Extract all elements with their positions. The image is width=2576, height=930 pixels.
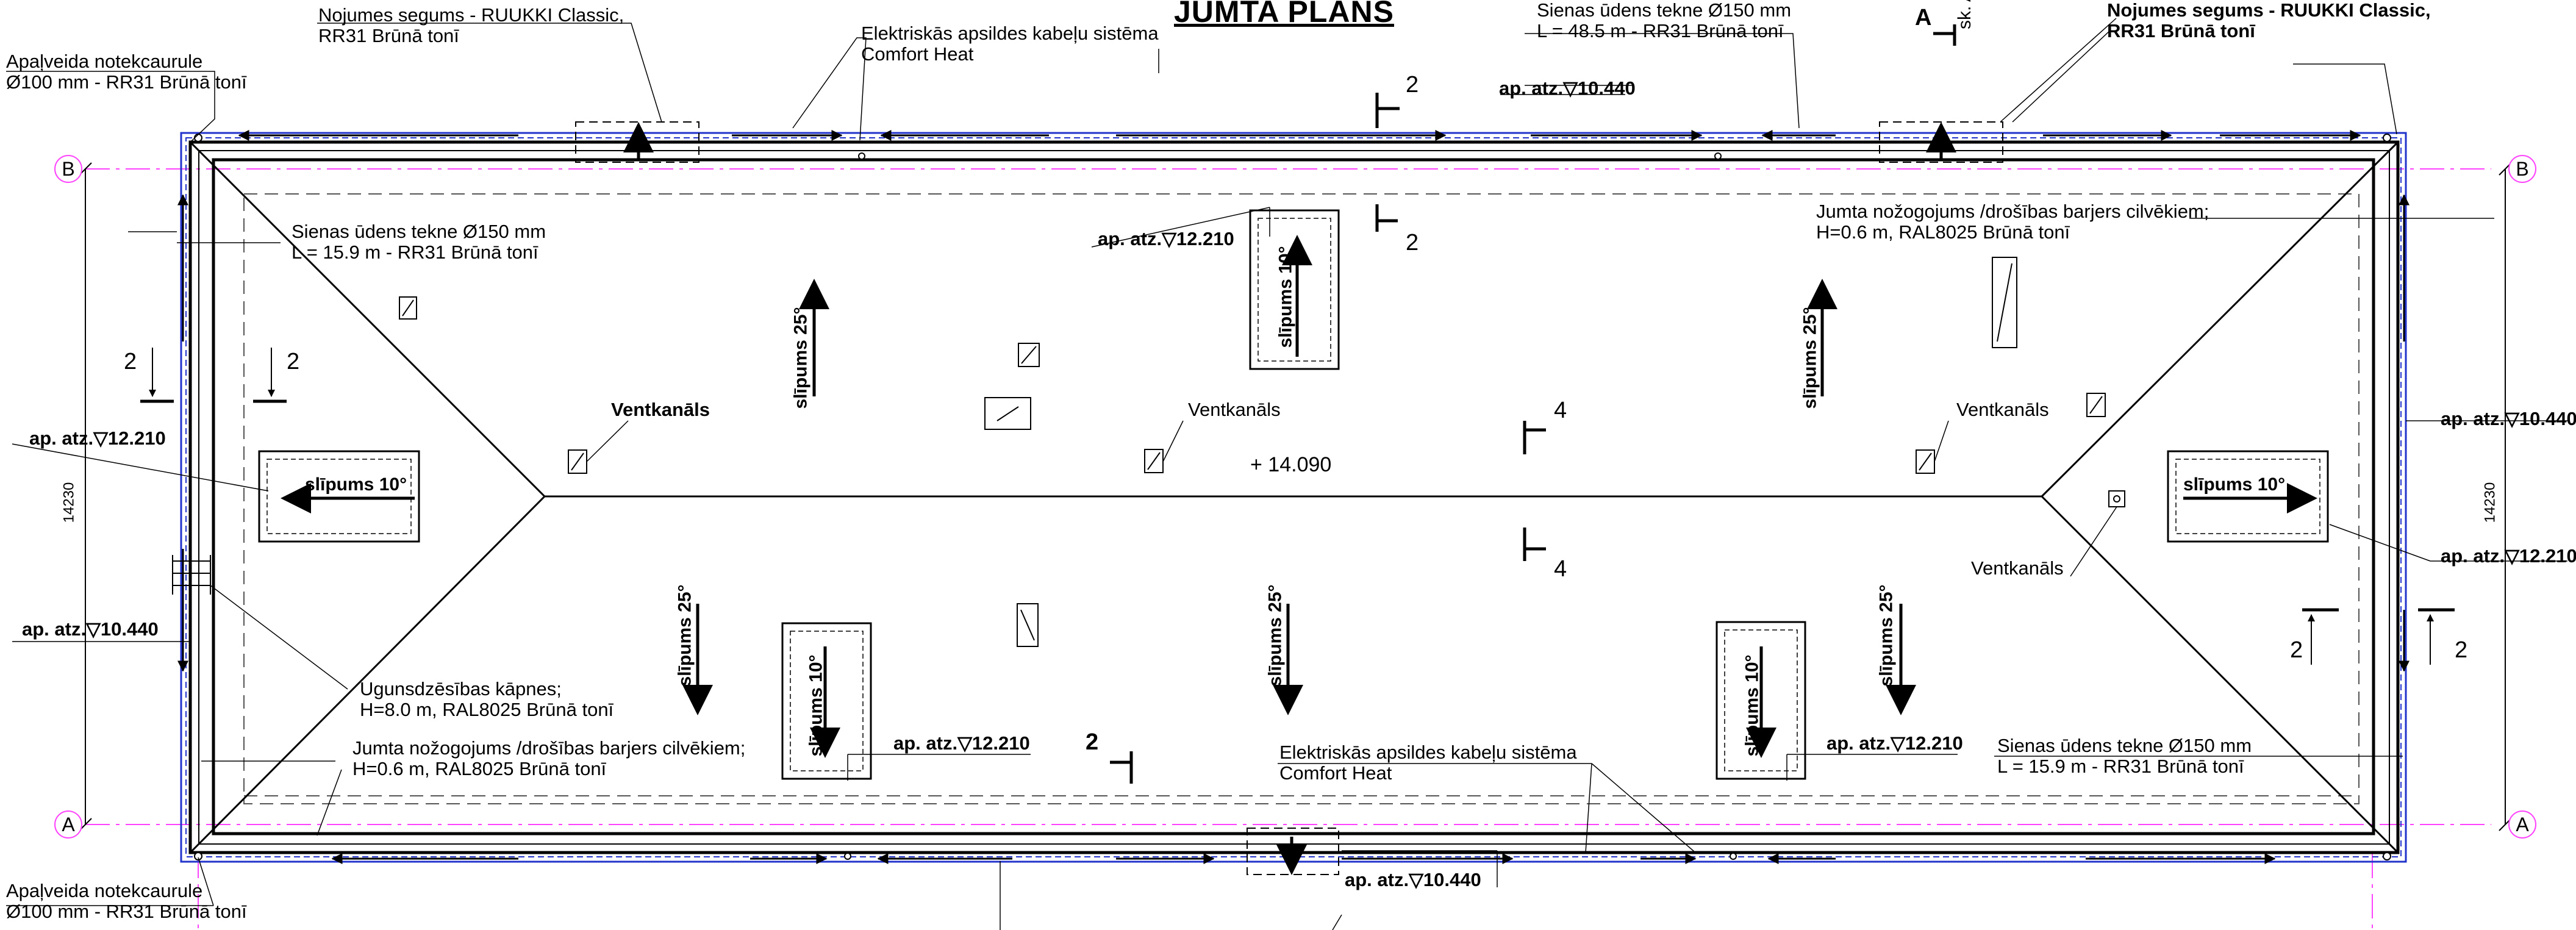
axis-lines bbox=[85, 168, 2491, 930]
level-10440-bottom: ap. atz.▽10.440 bbox=[1345, 869, 1481, 890]
slope25-5: slīpums 25° bbox=[1876, 584, 1897, 687]
level-12210-bottom-right: ap. atz.▽12.210 bbox=[1826, 732, 1963, 754]
perimeter-arrows bbox=[177, 130, 2410, 864]
section-marks bbox=[140, 24, 2455, 784]
section-4-bottom: 4 bbox=[1554, 556, 1567, 582]
section-2-bottom: 2 bbox=[1086, 729, 1099, 755]
axis-a-left: A bbox=[62, 814, 75, 835]
drain-fittings bbox=[194, 134, 2391, 860]
label-ladder: Ugunsdzēsības kāpnes;H=8.0 m, RAL8025 Br… bbox=[360, 678, 614, 720]
slope25-2: slīpums 25° bbox=[674, 584, 695, 687]
dim-height-left: 14230 bbox=[60, 482, 77, 523]
level-12210-right: ap. atz.▽12.210 bbox=[2441, 545, 2576, 567]
barrier-dashed bbox=[243, 193, 2360, 804]
level-12210-left: ap. atz.▽12.210 bbox=[29, 427, 166, 449]
level-10440-top: ap. atz.▽10.440 bbox=[1499, 77, 1636, 99]
level-12210-top: ap. atz.▽12.210 bbox=[1098, 228, 1234, 249]
slope10-sky-left: slīpums 10° bbox=[806, 654, 826, 757]
section-mark-arrows bbox=[149, 348, 2434, 665]
skylights bbox=[258, 209, 2329, 780]
vent-label-3: Ventkanāls bbox=[1956, 399, 2049, 420]
section-2-top: 2 bbox=[1406, 72, 1419, 98]
slope25-1: slīpums 25° bbox=[790, 307, 811, 409]
slope10-left: slīpums 10° bbox=[305, 474, 407, 495]
section-2-right-b: 2 bbox=[2455, 637, 2468, 663]
slope10-sky-top: slīpums 10° bbox=[1275, 246, 1296, 348]
drawing-title: JUMTA PLĀNS bbox=[1174, 0, 1394, 29]
vent-label-2: Ventkanāls bbox=[1188, 399, 1281, 420]
ref-sheet: sk. AR-7 bbox=[1955, 0, 1975, 29]
axis-b-right: B bbox=[2516, 158, 2528, 180]
vent-label-4: Ventkanāls bbox=[1971, 557, 2064, 579]
dim-height-right: 14230 bbox=[2481, 482, 2499, 523]
axis-bubbles bbox=[54, 155, 2536, 839]
section-4-top: 4 bbox=[1554, 398, 1567, 423]
slope25-3: slīpums 25° bbox=[1265, 584, 1286, 687]
ridge-level: + 14.090 bbox=[1250, 453, 1332, 476]
axis-a-right: A bbox=[2516, 814, 2529, 835]
ref-letter: A bbox=[1915, 5, 1932, 30]
section-2-left-a: 2 bbox=[124, 349, 137, 374]
slope10-sky-right: slīpums 10° bbox=[1742, 654, 1762, 757]
slope25-4: slīpums 25° bbox=[1800, 307, 1820, 409]
slope10-right: slīpums 10° bbox=[2183, 474, 2286, 495]
hip-ridge-lines bbox=[189, 141, 2399, 854]
label-canopy-right: Nojumes segums - RUUKKI Classic,RR31 Brū… bbox=[2107, 0, 2431, 41]
section-2-left-b: 2 bbox=[287, 349, 300, 374]
fire-ladder bbox=[172, 555, 211, 595]
vent-boxes bbox=[399, 257, 2125, 647]
level-12210-bottom-left: ap. atz.▽12.210 bbox=[893, 732, 1030, 754]
leader-lines bbox=[6, 18, 2567, 930]
label-barrier-bottom: Jumta nožogojums /drošības barjers cilvē… bbox=[352, 737, 746, 779]
slope-arrows bbox=[281, 235, 2317, 758]
label-barrier-top: Jumta nožogojums /drošības barjers cilvē… bbox=[1816, 201, 2209, 243]
section-2-top-lower: 2 bbox=[1406, 230, 1419, 256]
section-2-right-a: 2 bbox=[2290, 637, 2303, 663]
level-10440-right: ap. atz.▽10.440 bbox=[2441, 408, 2576, 429]
label-canopy-left: Nojumes segums - RUUKKI Classic,RR31 Brū… bbox=[318, 4, 624, 46]
vent-label-1: Ventkanāls bbox=[611, 399, 710, 420]
level-10440-left: ap. atz.▽10.440 bbox=[22, 618, 159, 640]
axis-letters: B B A A bbox=[62, 158, 2529, 835]
axis-b-left: B bbox=[62, 158, 74, 180]
canopy-arrows bbox=[623, 122, 1956, 875]
